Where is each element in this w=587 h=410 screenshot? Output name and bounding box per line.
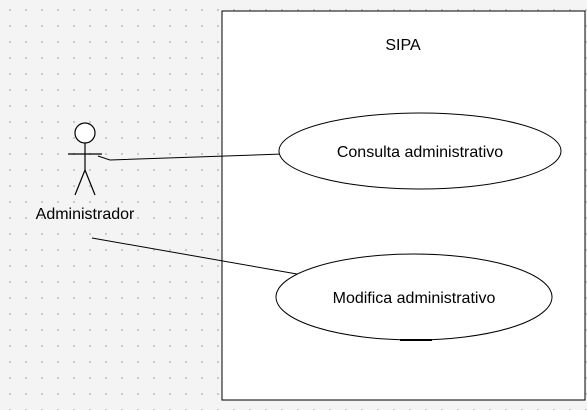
association-consulta[interactable]: [97, 153, 284, 161]
use-case-ellipse: [278, 112, 562, 190]
actor-administrador[interactable]: Administrador: [36, 122, 135, 223]
use-case-modifica-administrativo[interactable]: Modifica administrativo: [275, 253, 553, 341]
use-case-consulta-administrativo[interactable]: Consulta administrativo: [278, 112, 562, 190]
association-modifica[interactable]: [91, 237, 298, 275]
use-case-label: Consulta administrativo: [337, 144, 503, 161]
use-case-label: Modifica administrativo: [333, 290, 496, 307]
actor-label: Administrador: [36, 206, 135, 223]
system-boundary-label: SIPA: [385, 37, 421, 54]
system-boundary[interactable]: [221, 10, 586, 401]
actor-right-leg: [84, 169, 96, 196]
actor-head: [74, 122, 96, 144]
actor-left-leg: [74, 169, 86, 196]
